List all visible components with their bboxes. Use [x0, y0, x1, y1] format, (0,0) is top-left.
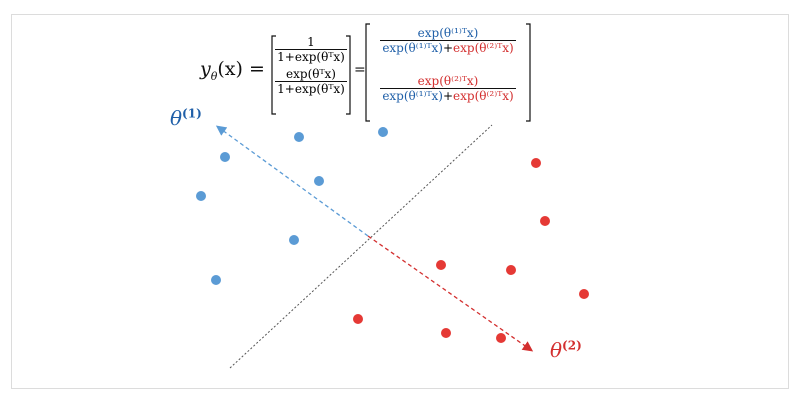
theta1-label: θ(1) — [170, 106, 202, 130]
theta1-vector — [215, 125, 369, 237]
class2-point — [579, 289, 589, 299]
class2-point — [540, 216, 550, 226]
data-points — [196, 127, 589, 343]
matrix-sigmoid: 1 1+exp(θᵀx) exp(θᵀx) 1+exp(θᵀx) — [275, 35, 347, 96]
formula-lhs: yθ(x) = — [200, 58, 265, 83]
decision-boundary — [229, 124, 493, 369]
class1-point — [294, 132, 304, 142]
class2-point — [496, 333, 506, 343]
class2-point — [353, 314, 363, 324]
theta2-vector — [367, 235, 534, 352]
matrix-softmax: exp(θ⁽¹⁾ᵀx) exp(θ⁽¹⁾ᵀx)+exp(θ⁽²⁾ᵀx) exp(… — [380, 26, 516, 103]
class1-point — [314, 176, 324, 186]
theta2-label: θ(2) — [550, 338, 582, 362]
class1-point — [220, 152, 230, 162]
class2-point — [441, 328, 451, 338]
class1-point — [378, 127, 388, 137]
equals-sign: = — [354, 62, 366, 78]
class1-point — [211, 275, 221, 285]
class1-point — [196, 191, 206, 201]
class2-point — [506, 265, 516, 275]
class2-point — [436, 260, 446, 270]
figure-frame — [11, 14, 789, 389]
class1-point — [289, 235, 299, 245]
class2-point — [531, 158, 541, 168]
